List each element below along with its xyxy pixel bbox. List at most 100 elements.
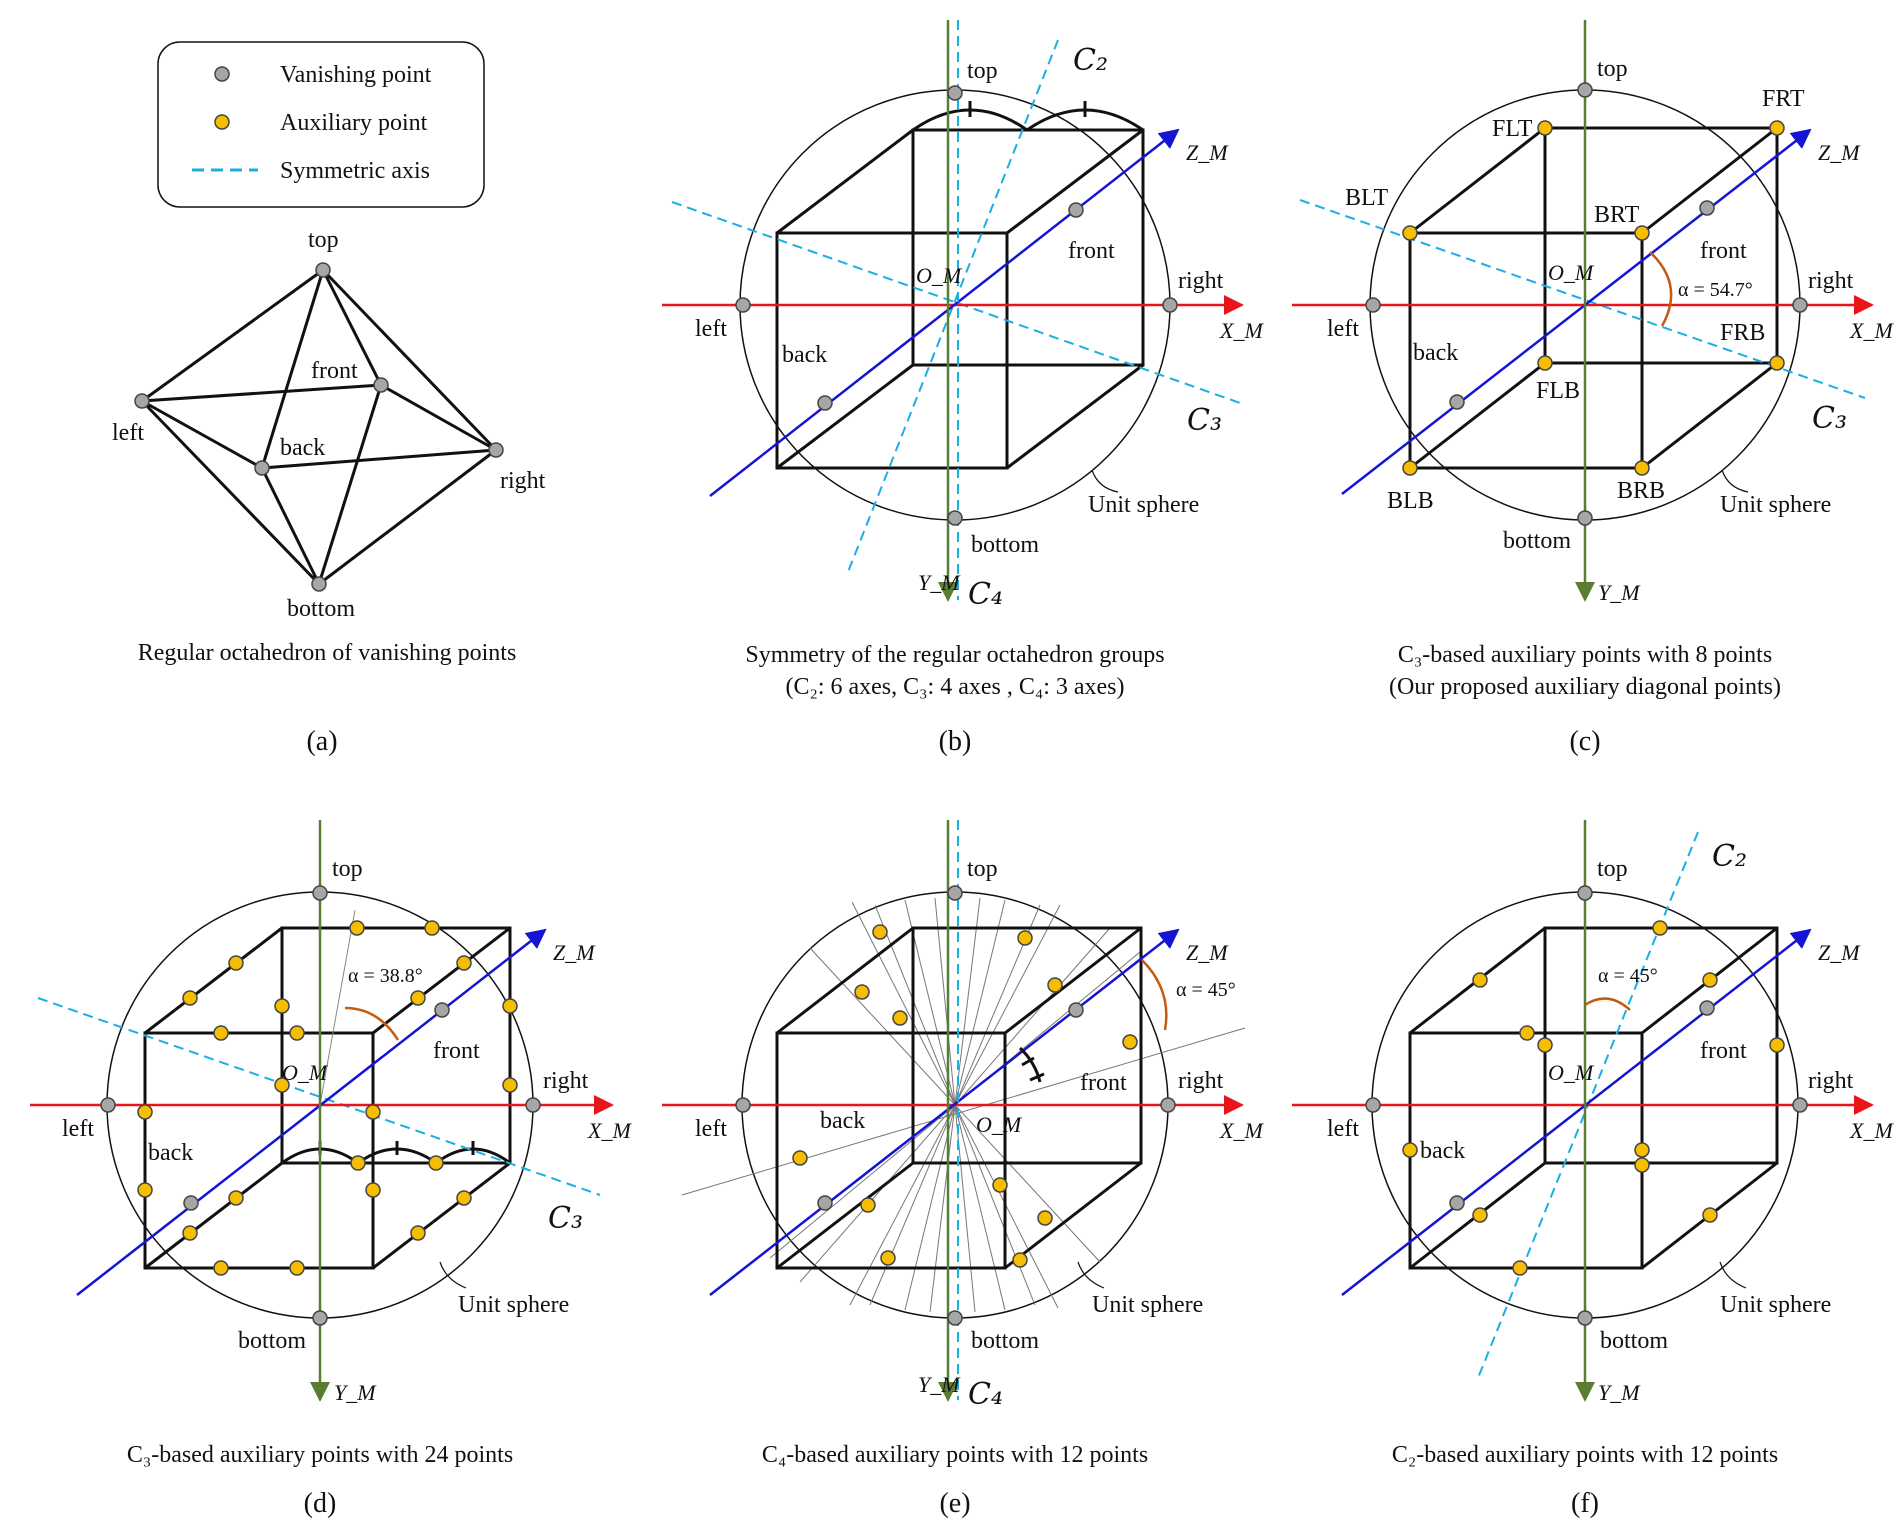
aux-frt: [1769, 120, 1785, 136]
aux-point: [1047, 977, 1063, 993]
aux-point: [1017, 930, 1033, 946]
origin-label: O_M: [282, 1060, 329, 1085]
aux-blt: [1402, 225, 1418, 241]
z-axis-label: Z_M: [1818, 140, 1861, 165]
label-front: front: [1080, 1070, 1127, 1096]
point-right: [1792, 1097, 1808, 1113]
aux-point: [137, 1104, 153, 1120]
sphere-pointer: [439, 1261, 467, 1289]
point-front: [434, 1002, 450, 1018]
aux-brt: [1634, 225, 1650, 241]
legend-vanishing-marker: [214, 66, 230, 82]
letter-c: (c): [1569, 726, 1600, 757]
c4-label: C₄: [968, 577, 1003, 612]
point-bottom: [312, 1310, 328, 1326]
point-back: [817, 395, 833, 411]
point-right: [1792, 297, 1808, 313]
point-top: [1577, 82, 1593, 98]
aux-point: [365, 1182, 381, 1198]
legend-box: Vanishing point Auxiliary point Symmetri…: [157, 41, 485, 208]
aux-point: [892, 1010, 908, 1026]
z-axis-label: Z_M: [1186, 140, 1229, 165]
aux-flt: [1537, 120, 1553, 136]
point-left: [100, 1097, 116, 1113]
point-back: [183, 1195, 199, 1211]
sphere-pointer: [1721, 469, 1749, 493]
caption-c-line2: (Our proposed auxiliary diagonal points): [1389, 674, 1781, 700]
aux-point: [456, 955, 472, 971]
z-axis: [76, 928, 547, 1296]
z-axis-label: Z_M: [1186, 940, 1229, 965]
label-blt: BLT: [1345, 185, 1388, 211]
label-brt: BRT: [1594, 202, 1640, 228]
c2-label: C₂: [1712, 839, 1747, 874]
sphere-label: Unit sphere: [1088, 492, 1199, 518]
label-back: back: [148, 1140, 193, 1166]
letter-d: (d): [304, 1488, 337, 1519]
origin-label: O_M: [1548, 260, 1595, 285]
aux-point: [182, 990, 198, 1006]
octahedron-edges: [140, 268, 498, 586]
panel-c: α = 54.7° FLT FRT BLT BRT FRB FLB BLB BR…: [1292, 20, 1894, 757]
aux-point: [424, 920, 440, 936]
aux-point: [860, 1197, 876, 1213]
caption-f: C₂-based auxiliary points with 12 points: [1392, 1442, 1778, 1468]
label-back: back: [1413, 340, 1458, 366]
point-top: [947, 885, 963, 901]
point-top: [1577, 885, 1593, 901]
aux-point: [854, 984, 870, 1000]
label-flb: FLB: [1536, 378, 1580, 404]
y-axis-label: Y_M: [918, 570, 961, 595]
aux-point: [1702, 1207, 1718, 1223]
aux-point: [1634, 1157, 1650, 1173]
aux-point: [428, 1155, 444, 1171]
label-top: top: [308, 227, 339, 253]
point-bottom: [947, 510, 963, 526]
alpha-arc: [1649, 251, 1673, 327]
label-right: right: [1178, 1068, 1224, 1094]
label-back: back: [820, 1108, 865, 1134]
label-right: right: [1808, 1068, 1854, 1094]
aux-point: [274, 998, 290, 1014]
c4-label: C₄: [968, 1377, 1003, 1412]
edge-arcs: [912, 101, 1144, 132]
point-left: [1365, 1097, 1381, 1113]
aux-point: [1537, 1037, 1553, 1053]
x-axis-label: X_M: [1849, 1118, 1894, 1143]
aux-point: [1652, 920, 1668, 936]
caption-b-line2: (C₂: 6 axes, C₃: 4 axes , C₄: 3 axes): [785, 674, 1124, 700]
label-bottom: bottom: [971, 1328, 1039, 1354]
label-right: right: [543, 1068, 589, 1094]
point-bottom: [1577, 1310, 1593, 1326]
point-back: [1449, 1195, 1465, 1211]
label-right: right: [1808, 268, 1854, 294]
vertex-bottom: [311, 576, 327, 592]
point-left: [1365, 297, 1381, 313]
aux-point: [992, 1177, 1008, 1193]
vanishing-points: [100, 885, 541, 1326]
label-frb: FRB: [1720, 320, 1765, 346]
label-brb: BRB: [1617, 478, 1665, 504]
vanishing-points: [735, 885, 1176, 1326]
point-back: [1449, 394, 1465, 410]
aux-point: [1702, 972, 1718, 988]
point-front: [1068, 1002, 1084, 1018]
point-right: [1162, 297, 1178, 313]
aux-point: [1769, 1037, 1785, 1053]
aux-point: [872, 924, 888, 940]
label-back: back: [1420, 1138, 1465, 1164]
point-back: [817, 1195, 833, 1211]
vertex-right: [488, 442, 504, 458]
label-right: right: [1178, 268, 1224, 294]
label-back: back: [782, 342, 827, 368]
label-right: right: [500, 468, 546, 494]
caption-e: C₄-based auxiliary points with 12 points: [762, 1442, 1148, 1468]
vertex-front: [373, 377, 389, 393]
auxiliary-points: [137, 920, 518, 1276]
aux-point: [350, 1155, 366, 1171]
sphere-label: Unit sphere: [1092, 1292, 1203, 1318]
label-left: left: [1327, 316, 1359, 342]
aux-point: [1634, 1142, 1650, 1158]
z-axis: [709, 128, 1180, 497]
alpha-arc: [1584, 997, 1631, 1011]
